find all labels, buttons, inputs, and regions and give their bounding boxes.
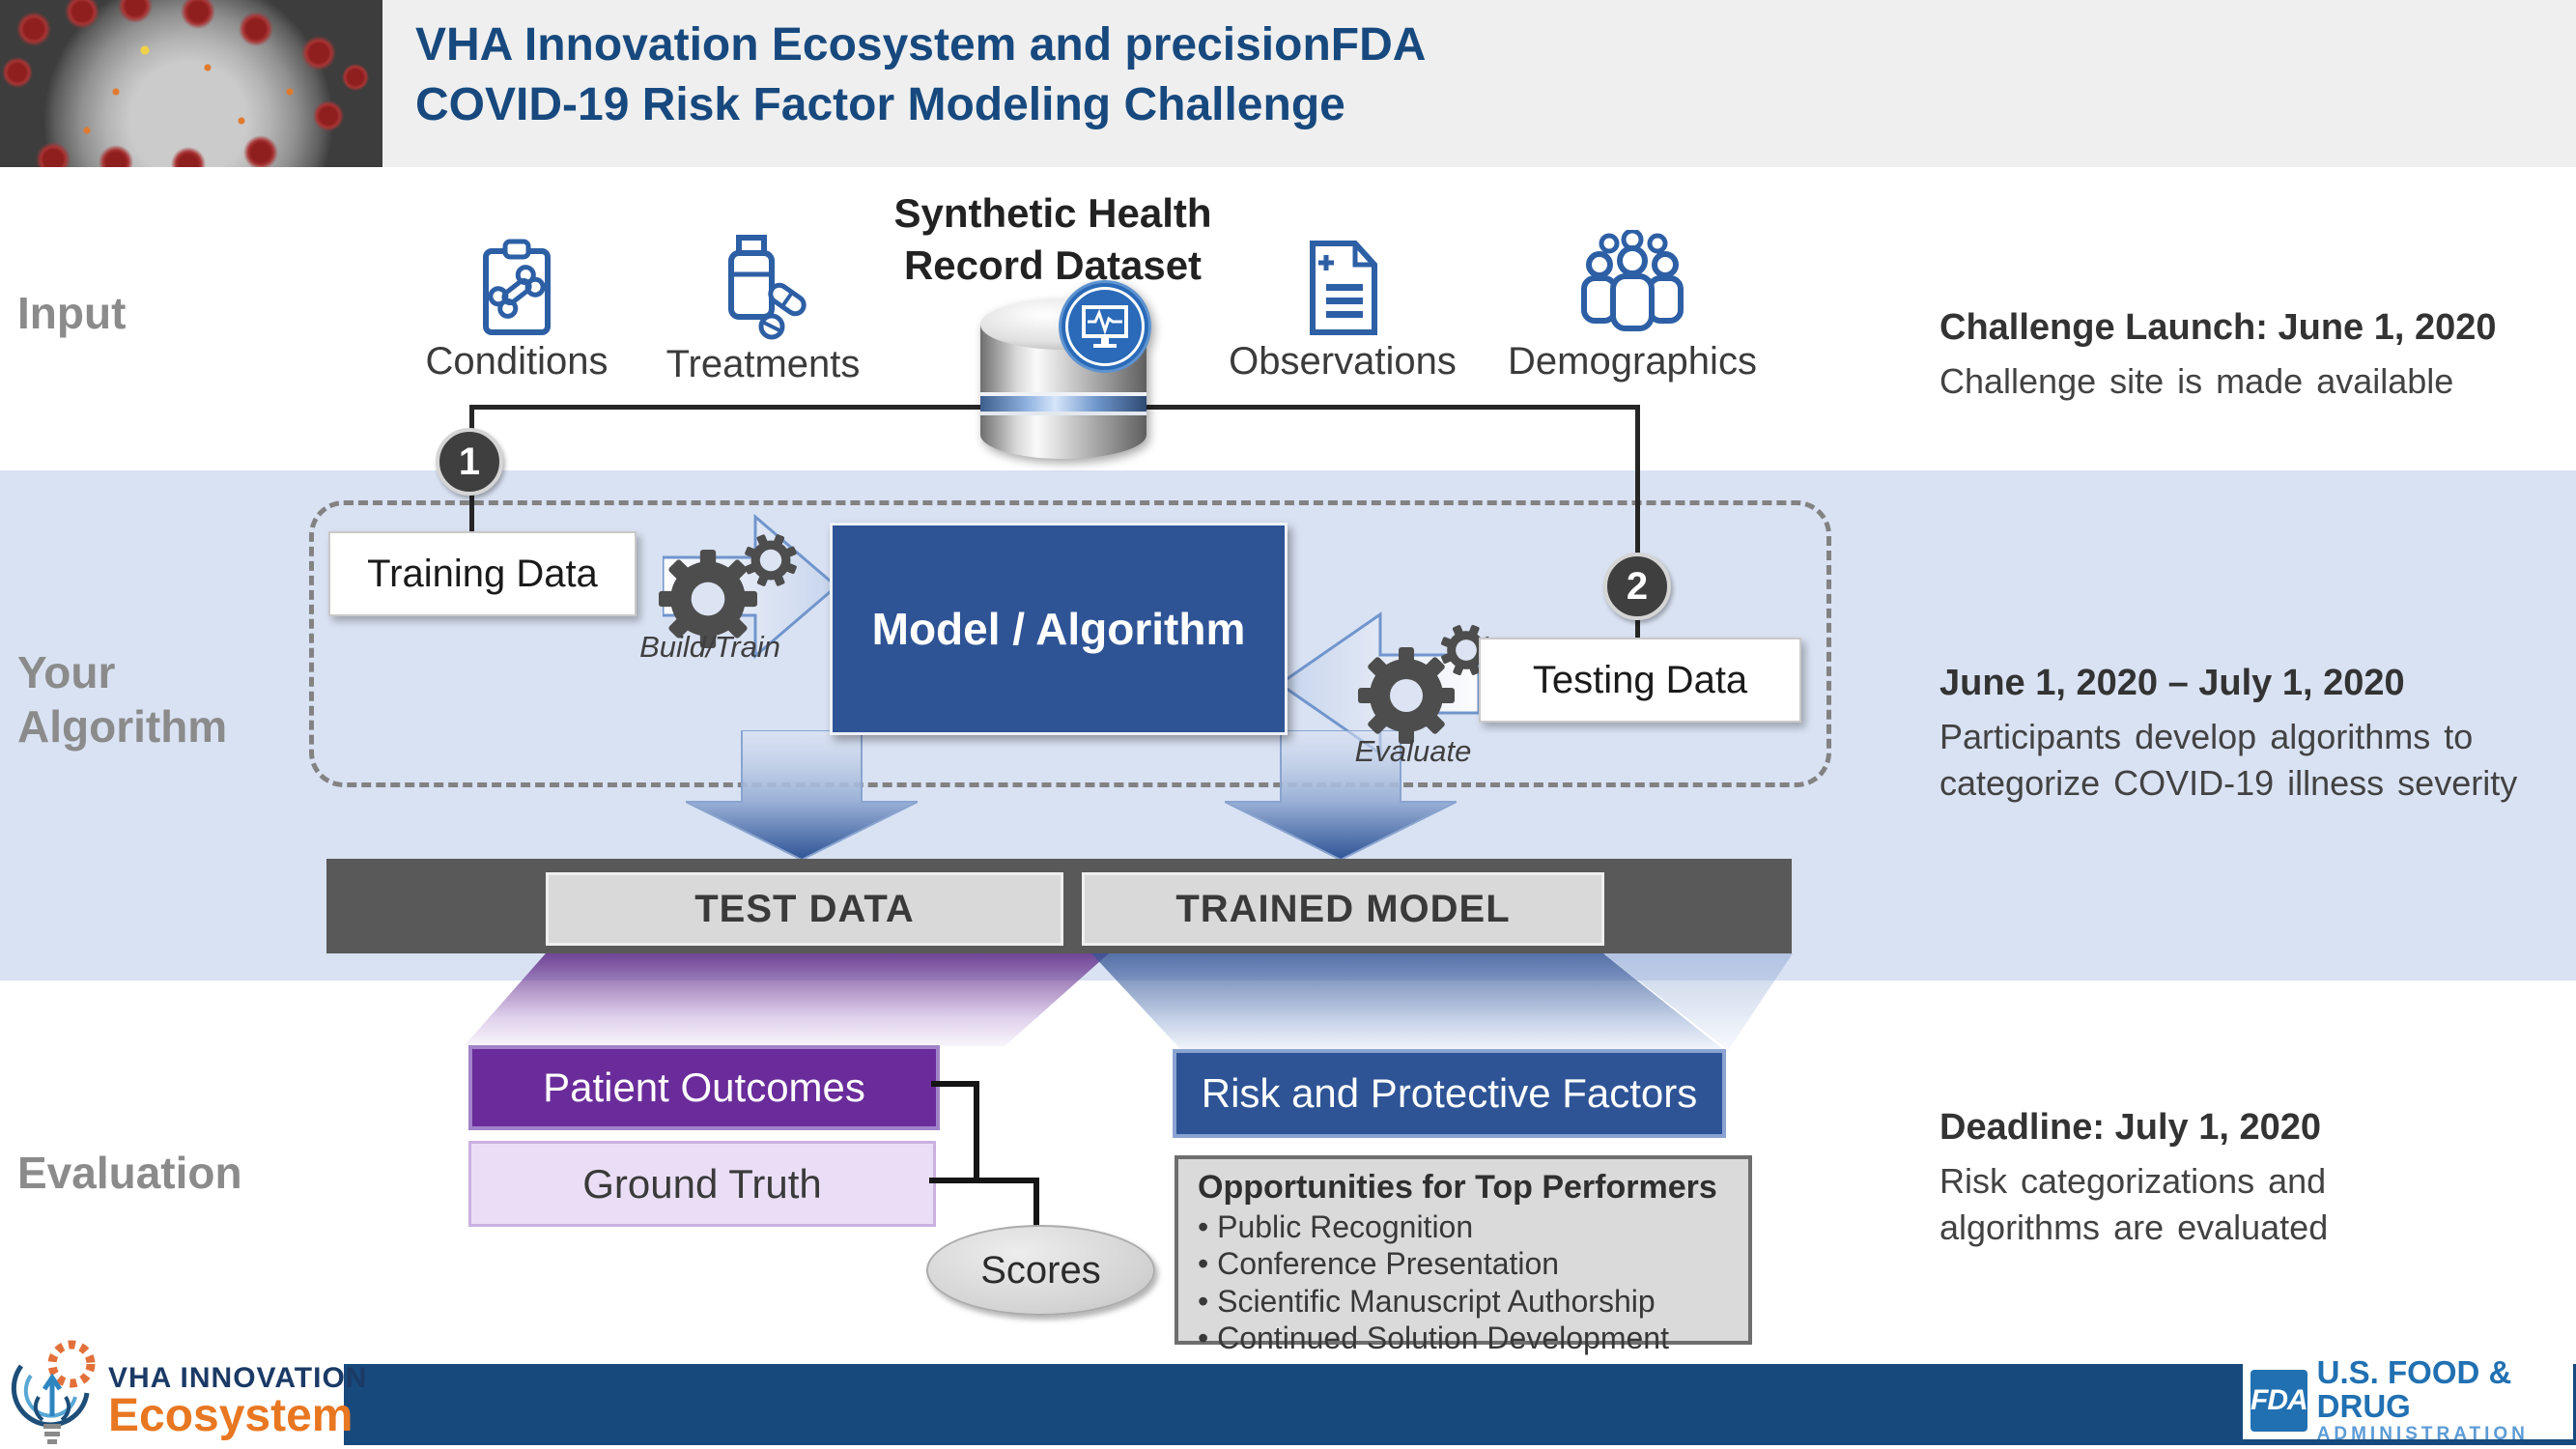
title-line-1: VHA Innovation Ecosystem and precisionFD… [415, 19, 1427, 71]
demographics-icon [1581, 230, 1684, 331]
algorithm-container [309, 500, 1831, 787]
connector-right-vertical [1635, 405, 1640, 641]
bracket-segment [1033, 1178, 1039, 1247]
funnel-test-data [464, 953, 1109, 1046]
step-1-badge: 1 [436, 428, 503, 496]
opportunity-item: Continued Solution Development [1198, 1320, 1729, 1356]
develop-title: June 1, 2020 – July 1, 2020 [1939, 663, 2405, 703]
health-monitor-icon [1059, 280, 1151, 373]
section-label-your-algorithm: Your Algorithm [17, 647, 228, 753]
ground-truth-box: Ground Truth [468, 1141, 936, 1227]
demographics-label: Demographics [1508, 340, 1757, 383]
fda-square-icon: FDA [2250, 1370, 2308, 1432]
deadline-title: Deadline: July 1, 2020 [1939, 1107, 2321, 1148]
testing-data-box: Testing Data [1479, 638, 1801, 723]
fda-subtitle: ADMINISTRATION [2316, 1423, 2529, 1444]
section-label-input: Input [17, 288, 127, 338]
opportunity-item: Scientific Manuscript Authorship [1198, 1283, 1729, 1320]
bracket-segment [929, 1178, 1039, 1183]
evaluate-label: Evaluate [1354, 734, 1472, 768]
scores-ellipse: Scores [926, 1225, 1155, 1316]
fda-name: U.S. FOOD & DRUG [2316, 1354, 2512, 1424]
timeline-deadline: Deadline: July 1, 2020 Risk categorizati… [1939, 1107, 2567, 1250]
database-stripe [980, 392, 1146, 415]
conditions-icon [483, 239, 551, 335]
timeline-launch: Challenge Launch: June 1, 2020 Challenge… [1939, 307, 2567, 405]
ecosystem-label: Ecosystem [108, 1390, 354, 1441]
patient-outcomes-box: Patient Outcomes [468, 1045, 940, 1130]
opportunities-title: Opportunities for Top Performers [1198, 1169, 1717, 1206]
bracket-segment [974, 1081, 979, 1183]
deadline-desc: Risk categorizations and algorithms are … [1939, 1161, 2329, 1247]
timeline-develop: June 1, 2020 – July 1, 2020 Participants… [1939, 663, 2567, 806]
risk-factors-box: Risk and Protective Factors [1173, 1049, 1726, 1138]
opportunities-list: Public Recognition Conference Presentati… [1198, 1208, 1729, 1357]
launch-desc: Challenge site is made available [1939, 361, 2454, 401]
step-2-badge: 2 [1603, 553, 1671, 620]
observations-icon [1310, 241, 1377, 335]
vha-ecosystem-logo-icon [11, 1340, 96, 1444]
develop-desc: Participants develop algorithms to categ… [1939, 717, 2518, 803]
top-band [0, 0, 2576, 167]
down-arrow-test-data [686, 730, 918, 860]
test-data-box: TEST DATA [546, 872, 1063, 946]
training-data-box: Training Data [328, 531, 637, 616]
opportunity-item: Conference Presentation [1198, 1245, 1729, 1282]
dataset-heading: Synthetic Health Record Dataset [893, 190, 1212, 288]
build-train-label: Build/Train [639, 630, 780, 664]
title-line-2: COVID-19 Risk Factor Modeling Challenge [415, 79, 1345, 131]
page-title: VHA Innovation Ecosystem and precisionFD… [415, 15, 1426, 136]
fda-logo: FDA U.S. FOOD & DRUG ADMINISTRATION [2243, 1355, 2573, 1444]
bracket-segment [931, 1081, 977, 1087]
trained-model-box: TRAINED MODEL [1082, 872, 1604, 946]
treatments-icon [728, 235, 807, 340]
treatments-label: Treatments [665, 343, 861, 385]
section-label-evaluation: Evaluation [17, 1148, 242, 1198]
observations-label: Observations [1229, 340, 1457, 383]
model-algorithm-box: Model / Algorithm [830, 523, 1288, 735]
launch-title: Challenge Launch: June 1, 2020 [1939, 307, 2497, 348]
opportunity-item: Public Recognition [1198, 1208, 1729, 1245]
opportunities-box: Opportunities for Top Performers Public … [1175, 1155, 1752, 1355]
footer-bar [344, 1364, 2576, 1445]
vha-innovation-label: VHA INNOVATION [108, 1362, 368, 1394]
funnel-trained-model [1091, 953, 1724, 1050]
conditions-label: Conditions [425, 340, 609, 383]
coronavirus-image [0, 0, 382, 167]
database-icon [980, 280, 1151, 459]
